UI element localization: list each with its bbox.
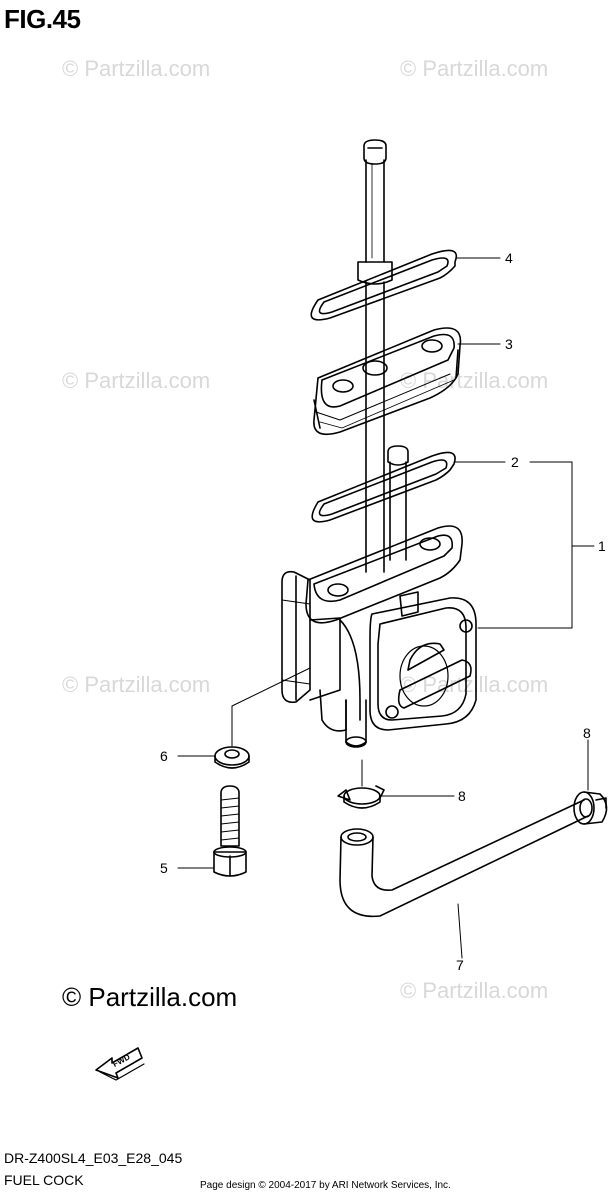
callout-4[interactable]: 4	[505, 250, 513, 266]
copyright-notice: Page design © 2004-2017 by ARI Network S…	[200, 1180, 451, 1191]
leader-lines	[177, 257, 595, 959]
callout-3[interactable]: 3	[505, 336, 513, 352]
watermark: © Partzilla.com	[62, 56, 211, 81]
watermark: © Partzilla.com	[62, 672, 211, 697]
watermark: © Partzilla.com	[400, 978, 549, 1003]
part-5-bolt[interactable]	[213, 785, 247, 877]
partzilla-watermark: © Partzilla.com	[62, 982, 238, 1012]
part-6-washer[interactable]	[214, 746, 250, 769]
watermark: © Partzilla.com	[400, 56, 549, 81]
model-code: DR-Z400SL4_E03_E28_045	[4, 1150, 183, 1166]
callout-1[interactable]: 1	[598, 538, 606, 554]
part-2-o-ring[interactable]	[311, 451, 456, 523]
reserve-stem	[387, 445, 409, 561]
part-7-hose[interactable]	[339, 798, 593, 918]
figure-title: FIG.45	[4, 4, 81, 34]
fwd-arrow-icon: FWD	[95, 1047, 145, 1081]
callout-2[interactable]: 2	[511, 454, 519, 470]
part-4-o-ring[interactable]	[310, 249, 457, 321]
watermark: © Partzilla.com	[400, 672, 549, 697]
watermark: © Partzilla.com	[62, 368, 211, 393]
assembly-name: FUEL COCK	[4, 1172, 84, 1188]
callout-8-right[interactable]: 8	[583, 725, 591, 741]
callout-5[interactable]: 5	[160, 860, 168, 876]
callout-7[interactable]: 7	[456, 957, 464, 973]
callout-6[interactable]: 6	[160, 748, 168, 764]
watermark: © Partzilla.com	[400, 368, 549, 393]
part-8-clamp-right[interactable]	[573, 791, 608, 825]
fuel-cock-body[interactable]	[281, 525, 477, 748]
part-3-gasket[interactable]	[313, 327, 462, 436]
callout-8-left[interactable]: 8	[458, 788, 466, 804]
part-8-clamp-left[interactable]	[337, 785, 385, 809]
valve-shaft	[357, 139, 393, 573]
